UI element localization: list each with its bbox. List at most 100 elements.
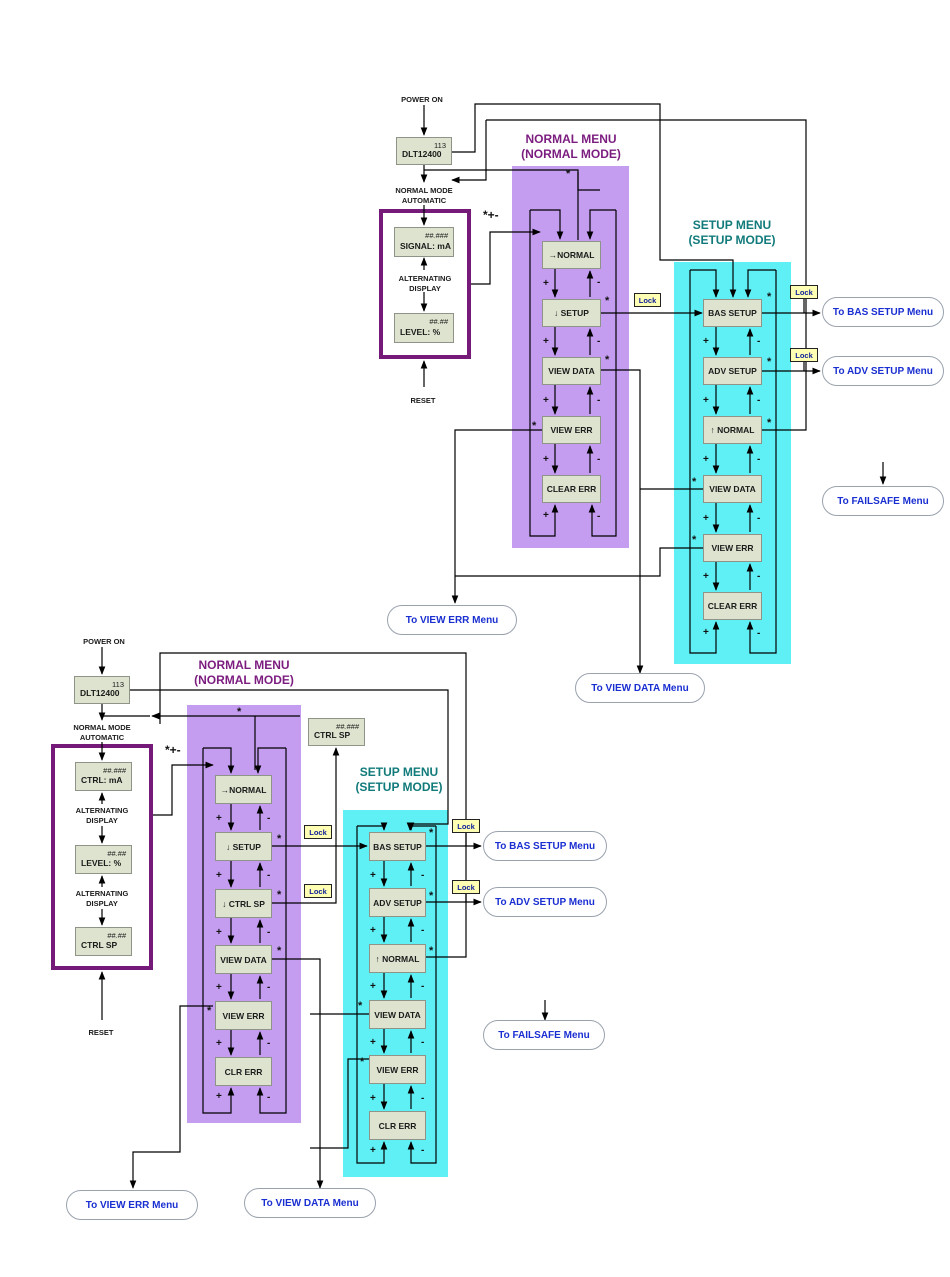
bottom-minus: - <box>421 870 425 881</box>
bottom-plus: + <box>216 1091 222 1102</box>
top-plus: + <box>703 571 709 582</box>
bottom-lock-badge-ctrl-sp: Lock <box>304 884 332 898</box>
top-link-failsafe[interactable]: To FAILSAFE Menu <box>822 486 944 516</box>
top-plus: + <box>703 513 709 524</box>
top-setup-menu-item-normal[interactable]: ↑ NORMAL <box>703 416 762 444</box>
bottom-level-lcd: ##.## LEVEL: % <box>75 845 132 874</box>
top-normal-menu-item-setup[interactable]: ↓ SETUP <box>542 299 601 327</box>
top-plus: + <box>703 336 709 347</box>
bottom-setpoint-lcd-label: CTRL SP <box>314 730 351 740</box>
top-level-lcd-value: ##.## <box>429 317 448 326</box>
bottom-link-adv-setup[interactable]: To ADV SETUP Menu <box>483 887 607 917</box>
top-signal-lcd-value: ##.### <box>425 231 448 240</box>
bottom-startup-lcd-model: DLT12400 <box>80 688 120 698</box>
bottom-enter-star: * <box>277 945 282 957</box>
bottom-setup-menu-item-adv-setup[interactable]: ADV SETUP <box>369 888 426 917</box>
bottom-enter-star: * <box>237 706 242 718</box>
top-lock-badge-bas-link: Lock <box>790 285 818 299</box>
top-enter-star: * <box>605 354 610 366</box>
bottom-normal-menu-item-view-data[interactable]: VIEW DATA <box>215 945 272 974</box>
bottom-power-on-label: POWER ON <box>83 637 125 646</box>
bottom-setup-menu-item-clr-err[interactable]: CLR ERR <box>369 1111 426 1140</box>
bottom-plus: + <box>216 813 222 824</box>
top-enter-star: * <box>605 295 610 307</box>
top-startup-lcd-code: 113 <box>434 141 446 150</box>
top-link-bas-setup[interactable]: To BAS SETUP Menu <box>822 297 944 327</box>
bottom-minus: - <box>421 1093 425 1104</box>
top-normal-menu-item-normal[interactable]: →NORMAL <box>542 241 601 269</box>
bottom-ctrl-lcd: ##.### CTRL: mA <box>75 762 132 791</box>
bottom-ctrl-sp-lcd-label: CTRL SP <box>81 940 118 950</box>
top-minus: - <box>757 513 761 524</box>
bottom-startup-lcd: 113 DLT12400 <box>74 676 130 704</box>
top-minus: - <box>597 454 601 465</box>
bottom-enter-star: * <box>429 945 434 957</box>
top-enter-star: * <box>692 534 697 546</box>
top-link-adv-setup[interactable]: To ADV SETUP Menu <box>822 356 944 386</box>
bottom-plus: + <box>370 1093 376 1104</box>
top-link-view-data[interactable]: To VIEW DATA Menu <box>575 673 705 703</box>
bottom-plus: + <box>370 925 376 936</box>
bottom-lock-badge-bas-link: Lock <box>452 819 480 833</box>
bottom-alternating-label: ALTERNATING DISPLAY <box>75 889 129 908</box>
bottom-setup-menu-title: SETUP MENU (SETUP MODE) <box>355 765 443 794</box>
top-normal-menu-title: NORMAL MENU (NORMAL MODE) <box>521 132 621 161</box>
top-setup-menu-item-clear-err[interactable]: CLEAR ERR <box>703 592 762 620</box>
bottom-link-failsafe[interactable]: To FAILSAFE Menu <box>483 1020 605 1050</box>
bottom-setup-menu-item-normal[interactable]: ↑ NORMAL <box>369 944 426 973</box>
top-startup-lcd-model: DLT12400 <box>402 149 442 159</box>
bottom-normal-menu-item-ctrl-sp[interactable]: ↓ CTRL SP <box>215 889 272 918</box>
bottom-startup-lcd-code: 113 <box>112 680 124 689</box>
bottom-setup-menu-item-bas-setup[interactable]: BAS SETUP <box>369 832 426 861</box>
top-plus: + <box>543 510 549 521</box>
bottom-enter-star: * <box>358 1000 363 1012</box>
bottom-normal-menu-title: NORMAL MENU (NORMAL MODE) <box>194 658 294 687</box>
bottom-normal-menu-item-normal[interactable]: →NORMAL <box>215 775 272 804</box>
bottom-minus: - <box>421 1037 425 1048</box>
bottom-link-view-data[interactable]: To VIEW DATA Menu <box>244 1188 376 1218</box>
bottom-lock-badge-adv-link: Lock <box>452 880 480 894</box>
bottom-plus: + <box>370 870 376 881</box>
top-minus: - <box>597 511 601 522</box>
bottom-alternating-label: ALTERNATING DISPLAY <box>75 806 129 825</box>
bottom-setpoint-lcd: ##.### CTRL SP <box>308 718 365 746</box>
bottom-setup-menu-item-view-err[interactable]: VIEW ERR <box>369 1055 426 1084</box>
top-minus: - <box>597 277 601 288</box>
top-plus: + <box>543 278 549 289</box>
top-plus: + <box>543 336 549 347</box>
top-minus: - <box>757 395 761 406</box>
top-setup-menu-item-view-err[interactable]: VIEW ERR <box>703 534 762 562</box>
top-minus: - <box>757 336 761 347</box>
top-plus: + <box>703 627 709 638</box>
bottom-plus: + <box>216 870 222 881</box>
bottom-link-view-err[interactable]: To VIEW ERR Menu <box>66 1190 198 1220</box>
bottom-level-lcd-value: ##.## <box>107 849 126 858</box>
bottom-ctrl-lcd-value: ##.### <box>103 766 126 775</box>
bottom-normal-menu-item-clr-err[interactable]: CLR ERR <box>215 1057 272 1086</box>
top-lock-badge-bas: Lock <box>634 293 661 307</box>
bottom-ctrl-sp-lcd-value: ##.## <box>107 931 126 940</box>
bottom-normal-menu-item-view-err[interactable]: VIEW ERR <box>215 1001 272 1030</box>
top-normal-menu-item-clear-err[interactable]: CLEAR ERR <box>542 475 601 503</box>
bottom-lock-badge-setup: Lock <box>304 825 332 839</box>
bottom-mode-label: NORMAL MODE AUTOMATIC <box>73 723 131 742</box>
top-setup-menu-item-view-data[interactable]: VIEW DATA <box>703 475 762 503</box>
bottom-plus: + <box>216 927 222 938</box>
top-plus: + <box>543 395 549 406</box>
top-reset-label: RESET <box>410 396 436 405</box>
top-normal-menu-item-view-err[interactable]: VIEW ERR <box>542 416 601 444</box>
top-normal-menu-item-view-data[interactable]: VIEW DATA <box>542 357 601 385</box>
top-level-lcd-label: LEVEL: % <box>400 327 441 337</box>
bottom-link-bas-setup[interactable]: To BAS SETUP Menu <box>483 831 607 861</box>
bottom-setup-menu-item-view-data[interactable]: VIEW DATA <box>369 1000 426 1029</box>
top-setup-menu-item-adv-setup[interactable]: ADV SETUP <box>703 357 762 385</box>
bottom-plus: + <box>370 1145 376 1156</box>
top-link-view-err[interactable]: To VIEW ERR Menu <box>387 605 517 635</box>
top-enter-star: * <box>767 417 772 429</box>
bottom-minus: - <box>267 1038 271 1049</box>
top-setup-menu-title: SETUP MENU (SETUP MODE) <box>688 218 776 247</box>
top-minus: - <box>597 395 601 406</box>
top-setup-menu-item-bas-setup[interactable]: BAS SETUP <box>703 299 762 327</box>
top-minus: - <box>757 628 761 639</box>
bottom-normal-menu-item-setup[interactable]: ↓ SETUP <box>215 832 272 861</box>
